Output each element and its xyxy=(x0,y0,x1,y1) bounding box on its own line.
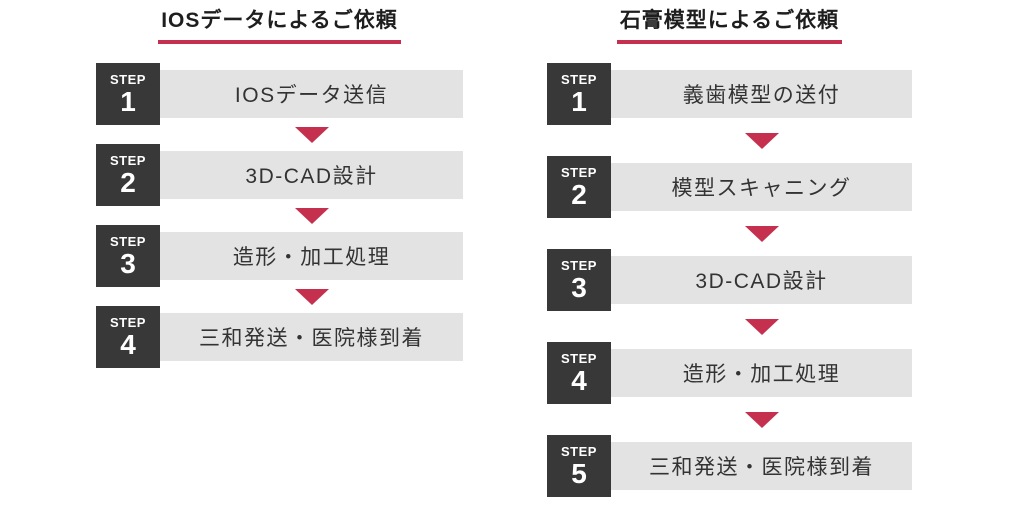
step-number: 4 xyxy=(571,364,587,396)
step-badge-1: STEP 1 xyxy=(547,63,611,125)
step-label-bar: 3D-CAD設計 xyxy=(160,151,463,199)
arrow-down-icon xyxy=(294,126,329,143)
step-word: STEP xyxy=(561,443,597,459)
step-number: 2 xyxy=(571,178,587,210)
step-row-2: STEP 2 3D-CAD設計 xyxy=(96,144,463,206)
flow-plaster-model: 石膏模型によるご依頼 STEP 1 義歯模型の送付 STEP 2 模型スキャニン… xyxy=(547,0,912,497)
flow-title-wrap: 石膏模型によるご依頼 xyxy=(547,0,912,63)
step-label-bar: 3D-CAD設計 xyxy=(611,256,912,304)
step-row-1: STEP 1 IOSデータ送信 xyxy=(96,63,463,125)
step-number: 5 xyxy=(571,457,587,489)
flow-connector xyxy=(547,125,912,156)
step-number: 1 xyxy=(571,85,587,117)
step-word: STEP xyxy=(110,152,146,168)
arrow-down-icon xyxy=(744,225,779,242)
flow-ios-data: IOSデータによるご依頼 STEP 1 IOSデータ送信 STEP 2 3D-C… xyxy=(96,0,463,368)
step-number: 3 xyxy=(120,247,136,279)
step-badge-2: STEP 2 xyxy=(547,156,611,218)
flow-title-wrap: IOSデータによるご依頼 xyxy=(96,0,463,63)
step-word: STEP xyxy=(561,71,597,87)
step-number: 3 xyxy=(571,271,587,303)
step-label-bar: IOSデータ送信 xyxy=(160,70,463,118)
step-number: 1 xyxy=(120,85,136,117)
step-row-3: STEP 3 造形・加工処理 xyxy=(96,225,463,287)
step-row-3: STEP 3 3D-CAD設計 xyxy=(547,249,912,311)
step-number: 2 xyxy=(120,166,136,198)
step-badge-3: STEP 3 xyxy=(547,249,611,311)
arrow-down-icon xyxy=(744,411,779,428)
arrow-down-icon xyxy=(294,288,329,305)
arrow-down-icon xyxy=(294,207,329,224)
flow-connector xyxy=(96,206,463,225)
step-word: STEP xyxy=(561,257,597,273)
step-row-4: STEP 4 造形・加工処理 xyxy=(547,342,912,404)
arrow-down-icon xyxy=(744,318,779,335)
step-label-bar: 義歯模型の送付 xyxy=(611,70,912,118)
step-row-2: STEP 2 模型スキャニング xyxy=(547,156,912,218)
step-label-bar: 三和発送・医院様到着 xyxy=(160,313,463,361)
flow-connector xyxy=(96,287,463,306)
step-label-bar: 三和発送・医院様到着 xyxy=(611,442,912,490)
arrow-down-icon xyxy=(744,132,779,149)
step-word: STEP xyxy=(110,314,146,330)
step-badge-2: STEP 2 xyxy=(96,144,160,206)
flow-title-plaster: 石膏模型によるご依頼 xyxy=(616,9,843,44)
step-number: 4 xyxy=(120,328,136,360)
step-badge-4: STEP 4 xyxy=(547,342,611,404)
flow-connector xyxy=(547,311,912,342)
step-label-bar: 造形・加工処理 xyxy=(611,349,912,397)
step-row-1: STEP 1 義歯模型の送付 xyxy=(547,63,912,125)
step-word: STEP xyxy=(110,233,146,249)
step-badge-5: STEP 5 xyxy=(547,435,611,497)
step-word: STEP xyxy=(561,350,597,366)
step-badge-4: STEP 4 xyxy=(96,306,160,368)
step-row-5: STEP 5 三和発送・医院様到着 xyxy=(547,435,912,497)
flow-connector xyxy=(547,218,912,249)
step-word: STEP xyxy=(561,164,597,180)
flow-title-ios: IOSデータによるご依頼 xyxy=(158,9,401,44)
step-word: STEP xyxy=(110,71,146,87)
step-row-4: STEP 4 三和発送・医院様到着 xyxy=(96,306,463,368)
step-label-bar: 造形・加工処理 xyxy=(160,232,463,280)
flow-connector xyxy=(547,404,912,435)
step-badge-3: STEP 3 xyxy=(96,225,160,287)
step-badge-1: STEP 1 xyxy=(96,63,160,125)
flow-connector xyxy=(96,125,463,144)
step-label-bar: 模型スキャニング xyxy=(611,163,912,211)
